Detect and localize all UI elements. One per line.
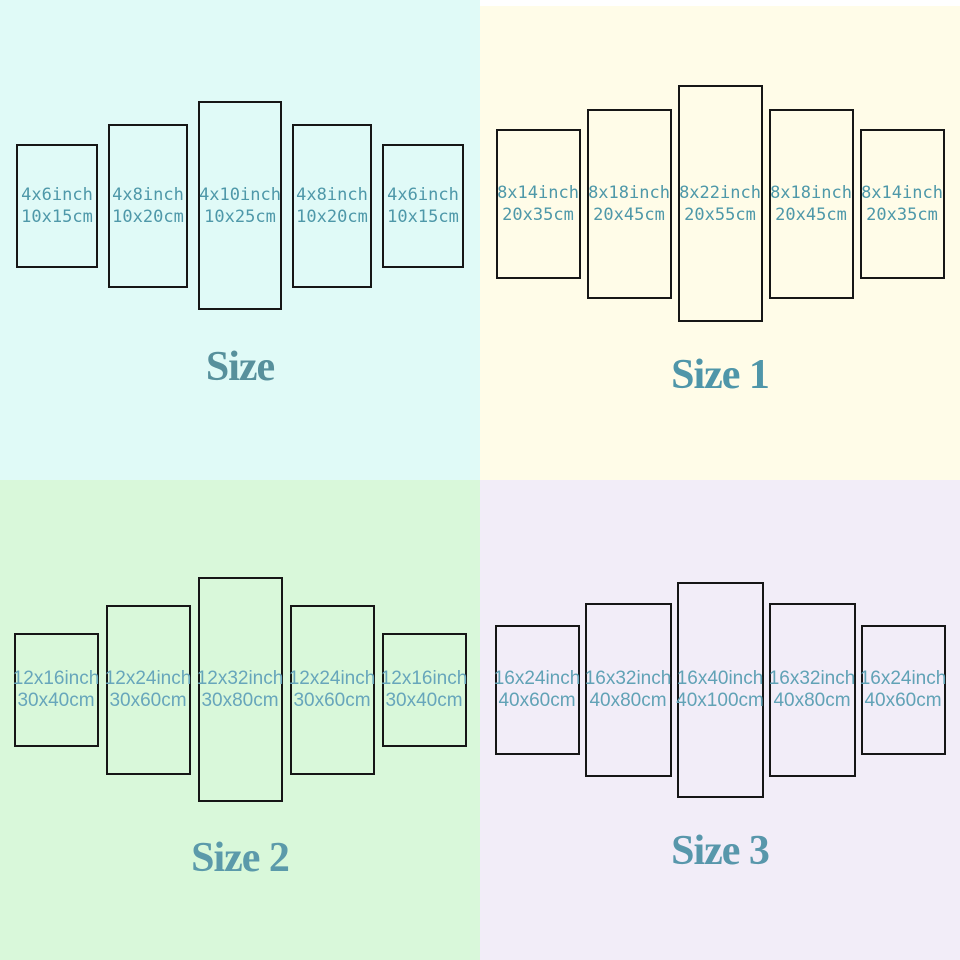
- panel-size-inch: 4x8inch: [296, 184, 368, 205]
- panel-size-inch: 16x24inch: [493, 668, 581, 689]
- canvas-panel: 16x24inch 40x60cm: [860, 625, 947, 755]
- panel-size-cm: 20x45cm: [593, 204, 665, 225]
- quadrant-title: Size 3: [671, 828, 770, 874]
- panel-size-inch: 12x24inch: [288, 667, 376, 689]
- panel-size-cm: 20x35cm: [866, 204, 938, 225]
- panel-label: 8x22inch 20x55cm: [679, 182, 761, 226]
- panel-label: 8x18inch 20x45cm: [588, 182, 670, 226]
- panel-size-inch: 8x14inch: [497, 182, 579, 203]
- panel-size-inch: 12x16inch: [12, 667, 100, 689]
- panel-row: 4x6inch 10x15cm 4x8inch 10x20cm 4x10inch…: [0, 101, 480, 310]
- panel-size-cm: 30x60cm: [109, 689, 187, 711]
- panel-size-cm: 10x25cm: [204, 206, 276, 227]
- canvas-panel: 16x32inch 40x80cm: [584, 603, 672, 777]
- panel-size-cm: 30x80cm: [201, 689, 279, 711]
- panel-size-inch: 12x32inch: [196, 667, 284, 689]
- panel-size-cm: 10x20cm: [112, 206, 184, 227]
- panel-label: 4x6inch 10x15cm: [387, 184, 459, 228]
- canvas-panel: 12x32inch 30x80cm: [197, 577, 284, 802]
- canvas-panel: 4x8inch 10x20cm: [108, 123, 188, 288]
- quadrant-title: Size: [205, 344, 275, 390]
- canvas-panel: 8x22inch 20x55cm: [677, 85, 763, 322]
- panel-size-cm: 10x20cm: [296, 206, 368, 227]
- panel-label: 12x16inch 30x40cm: [13, 668, 100, 712]
- panel-label: 8x18inch 20x45cm: [770, 182, 852, 226]
- panel-size-cm: 30x40cm: [385, 689, 463, 711]
- panel-label: 16x32inch 40x80cm: [769, 668, 856, 712]
- panel-size-cm: 20x55cm: [684, 204, 756, 225]
- canvas-panel: 4x6inch 10x15cm: [16, 143, 98, 268]
- panel-size-inch: 4x8inch: [112, 184, 184, 205]
- quadrant-title: Size 1: [671, 352, 770, 398]
- panel-label: 12x24inch 30x60cm: [105, 668, 192, 712]
- panel-size-inch: 4x10inch: [199, 184, 281, 205]
- panel-size-inch: 4x6inch: [387, 184, 459, 205]
- panel-size-cm: 10x15cm: [387, 206, 459, 227]
- canvas-panel: 12x16inch 30x40cm: [13, 632, 100, 747]
- panel-label: 12x16inch 30x40cm: [381, 668, 468, 712]
- panel-size-inch: 8x18inch: [770, 182, 852, 203]
- canvas-panel: 12x24inch 30x60cm: [289, 604, 376, 775]
- panel-label: 4x6inch 10x15cm: [21, 184, 93, 228]
- canvas-panel: 16x24inch 40x60cm: [494, 625, 581, 755]
- panel-label: 12x24inch 30x60cm: [289, 668, 376, 712]
- quadrant-size-3: 16x24inch 40x60cm 16x32inch 40x80cm 16x4…: [480, 480, 960, 960]
- canvas-panel: 16x32inch 40x80cm: [768, 603, 856, 777]
- quadrant-size-2: 12x16inch 30x40cm 12x24inch 30x60cm 12x3…: [0, 480, 480, 960]
- canvas-panel: 4x8inch 10x20cm: [292, 123, 372, 288]
- canvas-panel: 12x16inch 30x40cm: [381, 632, 468, 747]
- panel-size-inch: 8x14inch: [861, 182, 943, 203]
- panel-label: 12x32inch 30x80cm: [197, 668, 284, 712]
- canvas-panel: 12x24inch 30x60cm: [105, 604, 192, 775]
- canvas-panel: 8x18inch 20x45cm: [768, 108, 854, 299]
- panel-label: 16x40inch 40x100cm: [676, 668, 764, 712]
- panel-size-inch: 16x32inch: [768, 668, 856, 689]
- panel-size-inch: 12x24inch: [104, 667, 192, 689]
- canvas-panel: 8x14inch 20x35cm: [495, 128, 581, 279]
- panel-label: 8x14inch 20x35cm: [497, 182, 579, 226]
- panel-size-inch: 16x24inch: [859, 668, 947, 689]
- panel-size-inch: 16x32inch: [584, 668, 672, 689]
- canvas-panel: 16x40inch 40x100cm: [676, 582, 764, 798]
- panel-row: 16x24inch 40x60cm 16x32inch 40x80cm 16x4…: [480, 582, 960, 798]
- panel-size-cm: 40x80cm: [589, 690, 667, 711]
- panel-label: 16x32inch 40x80cm: [585, 668, 672, 712]
- panel-size-inch: 8x18inch: [588, 182, 670, 203]
- panel-size-inch: 12x16inch: [380, 667, 468, 689]
- panel-size-inch: 8x22inch: [679, 182, 761, 203]
- panel-size-cm: 40x100cm: [676, 690, 764, 711]
- panel-size-inch: 16x40inch: [676, 668, 764, 689]
- quadrant-size: 4x6inch 10x15cm 4x8inch 10x20cm 4x10inch…: [0, 0, 480, 480]
- canvas-panel: 4x6inch 10x15cm: [382, 143, 464, 268]
- panel-label: 16x24inch 40x60cm: [494, 668, 581, 712]
- panel-size-cm: 40x80cm: [773, 690, 851, 711]
- panel-size-cm: 30x40cm: [17, 689, 95, 711]
- panel-size-cm: 30x60cm: [293, 689, 371, 711]
- canvas-panel: 4x10inch 10x25cm: [198, 101, 282, 310]
- quadrant-size-1: 8x14inch 20x35cm 8x18inch 20x45cm 8x22in…: [480, 0, 960, 480]
- canvas-panel: 8x18inch 20x45cm: [586, 108, 672, 299]
- panel-size-cm: 20x45cm: [775, 204, 847, 225]
- white-strip: [480, 0, 960, 6]
- panel-size-cm: 40x60cm: [864, 690, 942, 711]
- panel-label: 4x8inch 10x20cm: [112, 184, 184, 228]
- panel-label: 8x14inch 20x35cm: [861, 182, 943, 226]
- panel-row: 12x16inch 30x40cm 12x24inch 30x60cm 12x3…: [0, 577, 480, 802]
- panel-size-cm: 20x35cm: [502, 204, 574, 225]
- panel-label: 16x24inch 40x60cm: [860, 668, 947, 712]
- panel-size-inch: 4x6inch: [21, 184, 93, 205]
- quadrant-title: Size 2: [191, 835, 290, 881]
- panel-size-cm: 10x15cm: [21, 206, 93, 227]
- panel-label: 4x8inch 10x20cm: [296, 184, 368, 228]
- panel-size-cm: 40x60cm: [498, 690, 576, 711]
- panel-row: 8x14inch 20x35cm 8x18inch 20x45cm 8x22in…: [480, 85, 960, 322]
- panel-label: 4x10inch 10x25cm: [199, 184, 281, 228]
- canvas-panel: 8x14inch 20x35cm: [859, 128, 945, 279]
